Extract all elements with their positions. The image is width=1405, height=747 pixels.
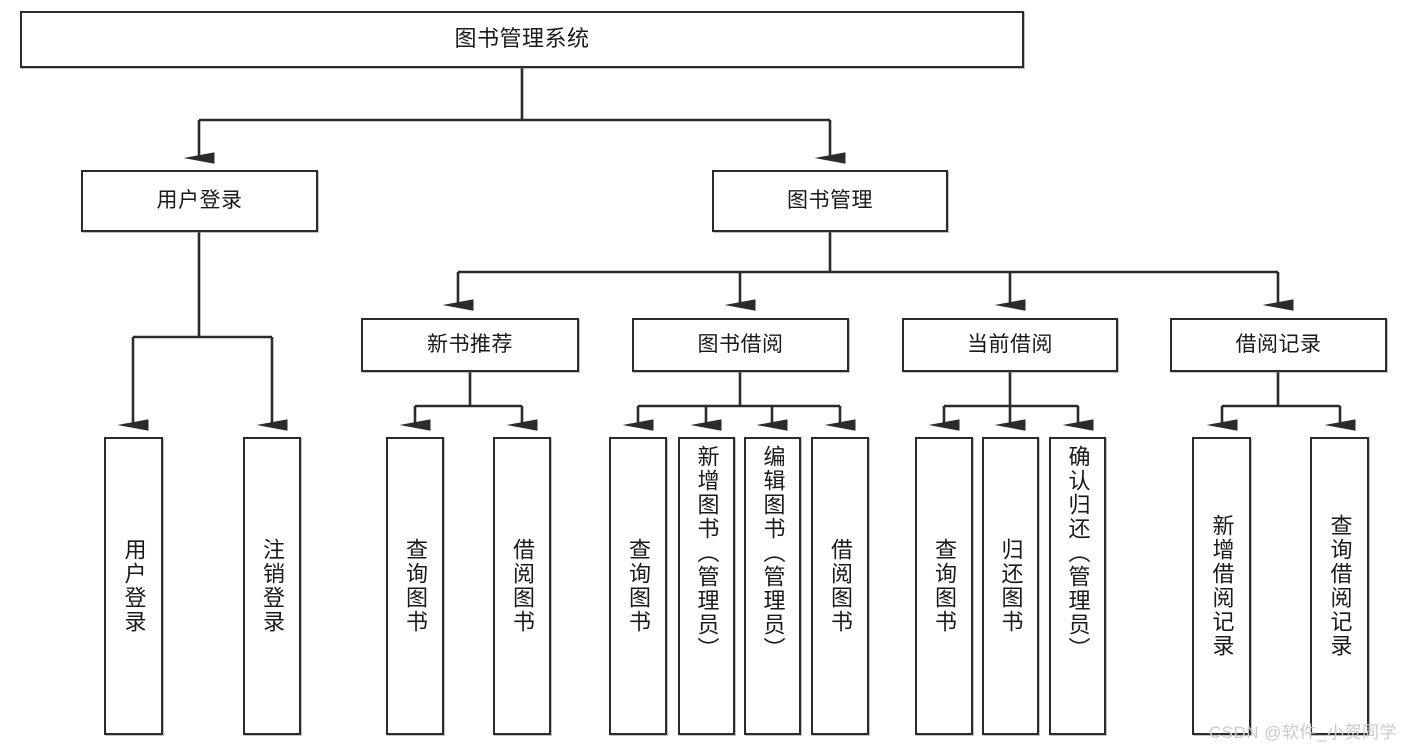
node-label: 查询图书 xyxy=(625,538,651,634)
node-label: 编辑图书（管理员） xyxy=(760,445,786,661)
node-label: 新增借阅记录 xyxy=(1209,514,1235,658)
node-label: 查询借阅记录 xyxy=(1327,514,1353,658)
node-label: 用户登录 xyxy=(121,538,147,634)
node-label: 归还图书 xyxy=(998,538,1024,634)
node-label: 用户登录 xyxy=(156,189,243,213)
leaf-borrow-borrow-book[interactable]: 借阅图书 xyxy=(811,437,869,735)
node-new-book-recommend[interactable]: 新书推荐 xyxy=(361,318,579,372)
node-label: 注销登录 xyxy=(259,538,285,634)
node-borrow-record[interactable]: 借阅记录 xyxy=(1170,318,1387,372)
node-book-borrow[interactable]: 图书借阅 xyxy=(632,318,849,372)
node-label: 图书管理 xyxy=(787,189,873,213)
leaf-borrow-add-book-admin[interactable]: 新增图书（管理员） xyxy=(678,437,735,735)
leaf-borrow-edit-book-admin[interactable]: 编辑图书（管理员） xyxy=(744,437,801,735)
node-label: 借阅记录 xyxy=(1235,333,1322,357)
node-label: 借阅图书 xyxy=(509,538,535,634)
leaf-new-book-borrow[interactable]: 借阅图书 xyxy=(493,437,551,735)
node-label: 新书推荐 xyxy=(427,333,513,357)
node-label: 图书管理系统 xyxy=(454,26,590,52)
watermark: CSDN @软件_小贺同学 xyxy=(1208,723,1397,742)
leaf-current-return-book[interactable]: 归还图书 xyxy=(982,437,1039,735)
leaf-borrow-query-book[interactable]: 查询图书 xyxy=(609,437,667,735)
node-label: 当前借阅 xyxy=(967,333,1053,357)
node-label: 借阅图书 xyxy=(827,538,853,634)
node-book-management[interactable]: 图书管理 xyxy=(712,170,948,232)
node-label: 查询图书 xyxy=(402,538,428,634)
node-label: 图书借阅 xyxy=(697,333,784,357)
leaf-current-query-book[interactable]: 查询图书 xyxy=(915,437,973,735)
leaf-current-confirm-return-admin[interactable]: 确认归还（管理员） xyxy=(1049,437,1106,735)
node-label: 确认归还（管理员） xyxy=(1065,445,1091,661)
leaf-new-book-query[interactable]: 查询图书 xyxy=(386,437,444,735)
leaf-record-query-record[interactable]: 查询借阅记录 xyxy=(1310,437,1369,735)
node-label: 新增图书（管理员） xyxy=(694,445,720,661)
leaf-user-login-login[interactable]: 用户登录 xyxy=(104,437,163,735)
leaf-record-add-record[interactable]: 新增借阅记录 xyxy=(1192,437,1251,735)
node-root-book-management-system[interactable]: 图书管理系统 xyxy=(20,11,1024,68)
node-user-login[interactable]: 用户登录 xyxy=(81,170,318,232)
leaf-user-login-logout[interactable]: 注销登录 xyxy=(243,437,301,735)
node-current-borrow[interactable]: 当前借阅 xyxy=(902,318,1118,372)
node-label: 查询图书 xyxy=(931,538,957,634)
